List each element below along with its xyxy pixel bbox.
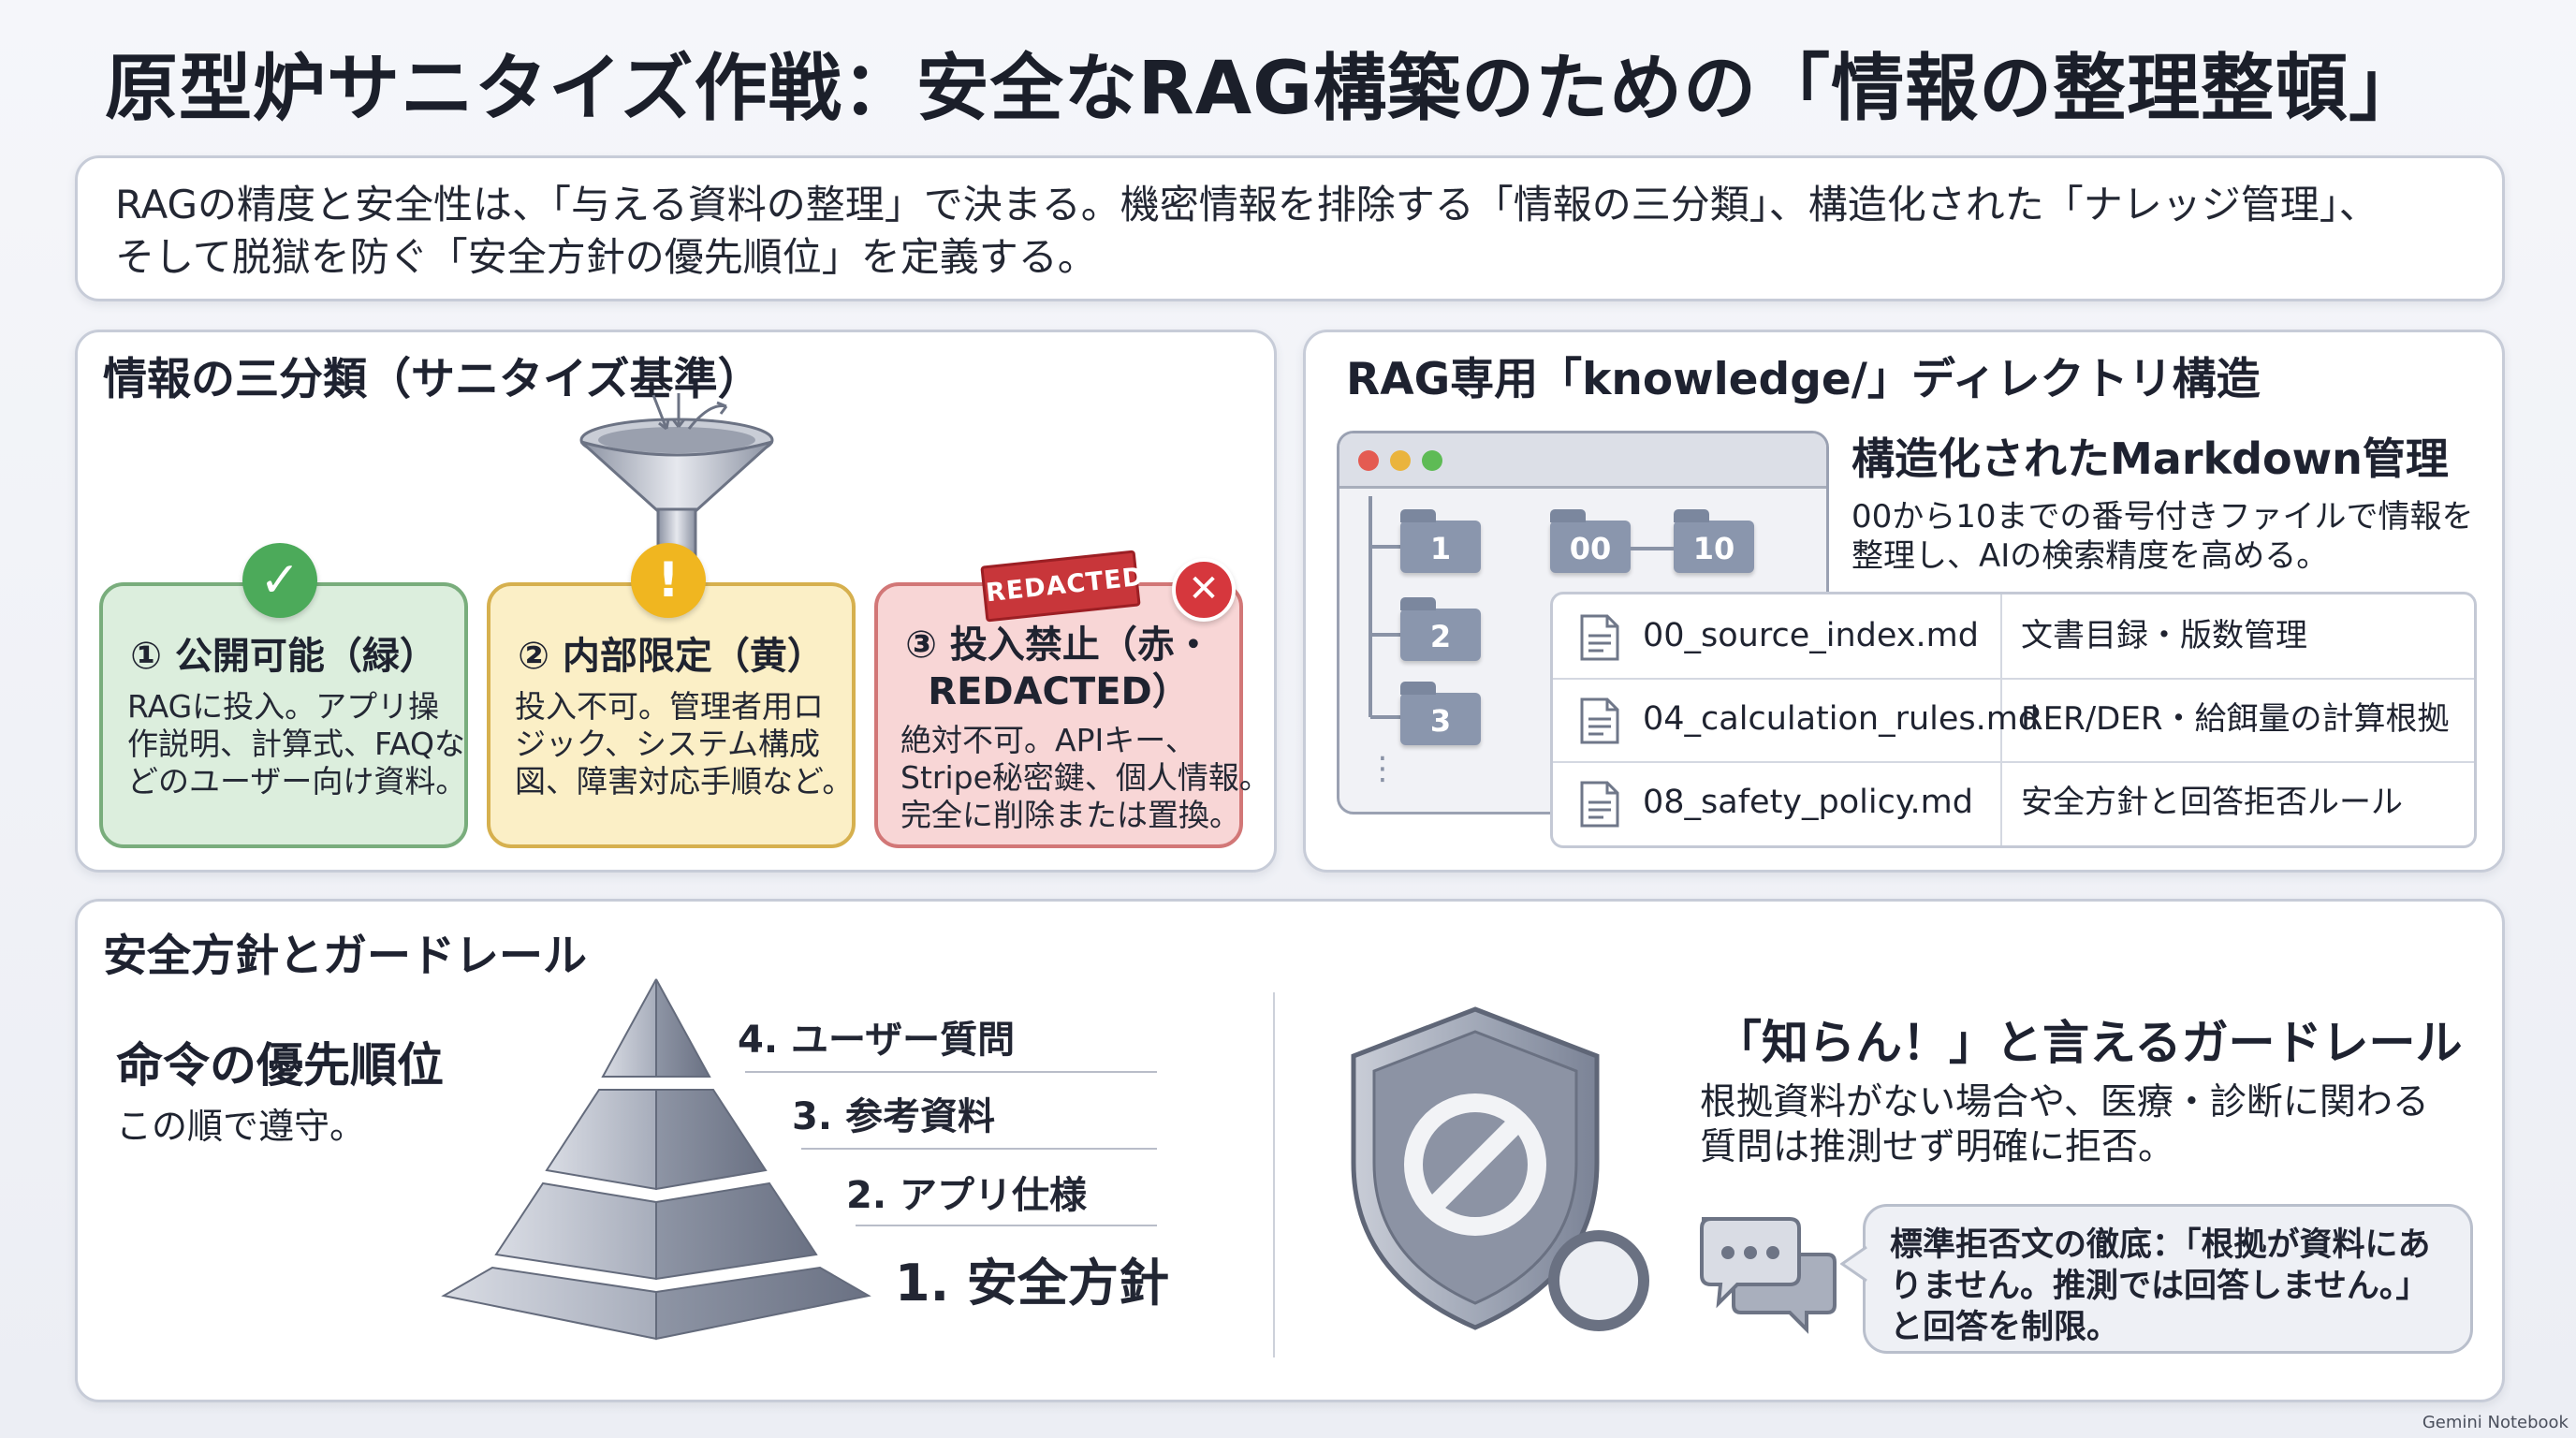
folder-connector bbox=[1631, 547, 1674, 550]
summary-line-2: そして脱獄を防ぐ「安全方針の優先順位」を定義する。 bbox=[115, 234, 1097, 280]
category-public-title: ① 公開可能（緑） bbox=[130, 635, 437, 678]
category-public-line-2: 作説明、計算式、FAQな bbox=[127, 726, 465, 762]
safety-divider bbox=[1273, 992, 1275, 1357]
summary-line-1: RAGの精度と安全性は、「与える資料の整理」で決まる。機密情報を排除する「情報の… bbox=[115, 182, 2378, 227]
file-icon bbox=[1580, 697, 1619, 744]
guardrail-desc-2: 質問は推測せず明確に拒否。 bbox=[1700, 1126, 2175, 1168]
table-row: 00_source_index.md 文書目録・版数管理 bbox=[1553, 594, 2474, 680]
file-desc: 文書目録・版数管理 bbox=[2021, 617, 2307, 654]
knowledge-subtitle: 構造化されたMarkdown管理 bbox=[1852, 433, 2449, 484]
category-internal-title: ② 内部限定（黄） bbox=[518, 635, 825, 678]
file-table: 00_source_index.md 文書目録・版数管理 04_calculat… bbox=[1550, 592, 2477, 848]
category-internal-line-3: 図、障害対応手順など。 bbox=[515, 763, 854, 800]
category-forbidden-line-1: 絶対不可。APIキー、 bbox=[900, 722, 1196, 758]
funnel-icon bbox=[579, 393, 774, 558]
category-forbidden-line-3: 完全に削除または置換。 bbox=[900, 797, 1240, 833]
shield-icon bbox=[1351, 1006, 1649, 1331]
priority-rule bbox=[856, 1225, 1157, 1226]
folder-icon: 1 bbox=[1400, 509, 1481, 573]
window-maximize-dot bbox=[1422, 450, 1442, 471]
folder-icon: 00 bbox=[1550, 509, 1631, 573]
safety-title: 安全方針とガードレール bbox=[103, 931, 587, 982]
priority-rule bbox=[745, 1071, 1157, 1073]
priority-level-2: 2. アプリ仕様 bbox=[846, 1174, 1087, 1217]
category-internal-line-2: ジック、システム構成 bbox=[515, 726, 821, 762]
window-minimize-dot bbox=[1390, 450, 1411, 471]
refusal-line-1: 標準拒否文の徹底：「根拠が資料にあ bbox=[1890, 1226, 2431, 1264]
knowledge-desc-2: 整理し、AIの検索精度を高める。 bbox=[1852, 537, 2329, 575]
priority-level-1: 1. 安全方針 bbox=[895, 1254, 1169, 1313]
category-internal: ② 内部限定（黄） 投入不可。管理者用ロ ジック、システム構成 図、障害対応手順… bbox=[487, 582, 856, 848]
file-desc: 安全方針と回答拒否ルール bbox=[2021, 784, 2403, 821]
prohibited-icon bbox=[1404, 1093, 1546, 1236]
summary-card: RAGの精度と安全性は、「与える資料の整理」で決まる。機密情報を排除する「情報の… bbox=[75, 155, 2505, 301]
category-forbidden-title-1: ③ 投入禁止（赤・ bbox=[905, 624, 1212, 667]
knowledge-desc-1: 00から10までの番号付きファイルで情報を bbox=[1852, 498, 2474, 536]
file-icon bbox=[1580, 781, 1619, 828]
category-public: ① 公開可能（緑） RAGに投入。アプリ操 作説明、計算式、FAQな どのユーザ… bbox=[99, 582, 468, 848]
category-forbidden: ③ 投入禁止（赤・ REDACTED） 絶対不可。APIキー、 Stripe秘密… bbox=[874, 582, 1270, 848]
refusal-bubble: 標準拒否文の徹底：「根拠が資料にあ りません。推測では回答しません。」 と回答を… bbox=[1863, 1204, 2473, 1354]
priority-rule bbox=[801, 1148, 1157, 1150]
priority-level-3: 3. 参考資料 bbox=[792, 1095, 995, 1138]
window-titlebar bbox=[1339, 433, 1826, 489]
category-public-line-3: どのユーザー向け資料。 bbox=[127, 763, 467, 800]
window-close-dot bbox=[1358, 450, 1379, 471]
category-forbidden-title-2: REDACTED） bbox=[928, 670, 1190, 713]
category-internal-line-1: 投入不可。管理者用ロ bbox=[515, 688, 824, 725]
folder-icon: 10 bbox=[1674, 509, 1754, 573]
classification-title: 情報の三分類（サニタイズ基準） bbox=[103, 354, 762, 405]
table-row: 04_calculation_rules.md RER/DER・給餌量の計算根拠 bbox=[1553, 678, 2474, 763]
pyramid-icon bbox=[441, 978, 871, 1341]
folder-icon: 3 bbox=[1400, 682, 1481, 745]
table-row: 08_safety_policy.md 安全方針と回答拒否ルール bbox=[1553, 761, 2474, 844]
priority-title: 命令の優先順位 bbox=[116, 1038, 444, 1093]
file-name: 00_source_index.md bbox=[1643, 617, 1979, 654]
cross-icon: ✕ bbox=[1172, 558, 1236, 622]
guardrail-desc-1: 根拠資料がない場合や、医療・診断に関わる bbox=[1700, 1081, 2429, 1123]
file-table-divider bbox=[2000, 594, 2002, 845]
page-title: 原型炉サニタイズ作戦：安全なRAG構築のための「情報の整理整頓」 bbox=[105, 47, 2423, 131]
bubble-tail bbox=[1840, 1245, 1867, 1283]
check-icon: ✓ bbox=[242, 543, 317, 618]
category-public-line-1: RAGに投入。アプリ操 bbox=[127, 688, 440, 725]
priority-level-4: 4. ユーザー質問 bbox=[738, 1019, 1016, 1062]
knowledge-title: RAG専用「knowledge/」ディレクトリ構造 bbox=[1346, 354, 2261, 405]
category-forbidden-line-2: Stripe秘密鍵、個人情報。 bbox=[900, 759, 1270, 796]
footer-brand: Gemini Notebook bbox=[2422, 1413, 2569, 1432]
priority-subtitle: この順で遵守。 bbox=[116, 1106, 366, 1147]
svg-text:⋮: ⋮ bbox=[1367, 750, 1398, 787]
folder-icon: 2 bbox=[1400, 597, 1481, 661]
chat-icon bbox=[1700, 1217, 1837, 1334]
file-desc: RER/DER・給餌量の計算根拠 bbox=[2021, 700, 2450, 738]
guardrail-title: 「知らん！」と言えるガードレール bbox=[1715, 1016, 2463, 1070]
refusal-line-3: と回答を制限。 bbox=[1890, 1309, 2120, 1346]
exclamation-icon: ! bbox=[631, 543, 706, 618]
file-name: 08_safety_policy.md bbox=[1643, 784, 1973, 821]
refusal-line-2: りません。推測では回答しません。」 bbox=[1890, 1268, 2429, 1305]
directory-tree-lines: ⋮ bbox=[1367, 496, 1400, 787]
file-icon bbox=[1580, 614, 1619, 661]
file-name: 04_calculation_rules.md bbox=[1643, 700, 2040, 738]
